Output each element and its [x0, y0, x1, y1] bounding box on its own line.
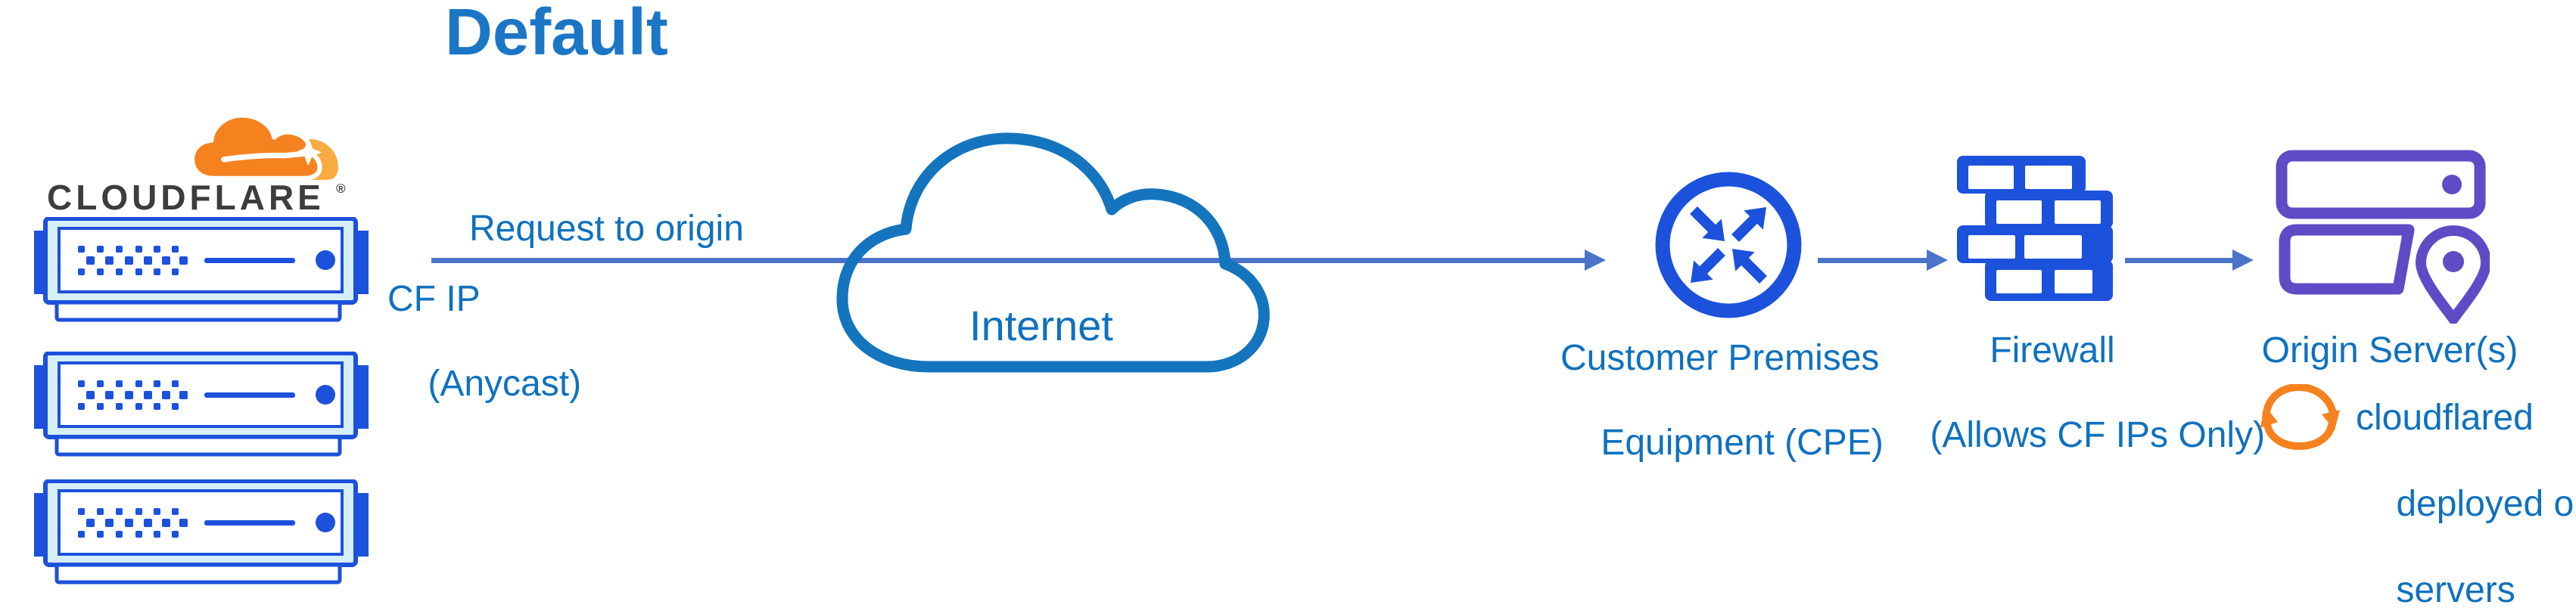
- cloudflared-note-line2: deployed on: [2396, 484, 2576, 524]
- firewall-label-line2: (Allows CF IPs Only): [1930, 415, 2266, 455]
- firewall-to-origin-arrowhead: [2232, 250, 2254, 271]
- request-arrow-line: [431, 258, 1585, 263]
- cloudflared-sync-icon: [2260, 384, 2340, 451]
- firewall-label: Firewall (Allows CF IPs Only): [1890, 330, 2265, 457]
- cf-ip-line1: CF IP: [387, 279, 481, 319]
- cloudflare-server-icon: [34, 217, 369, 322]
- firewall-to-origin-line: [2125, 258, 2232, 263]
- cloudflare-server-icon: [34, 352, 369, 457]
- request-arrowhead: [1585, 250, 1606, 271]
- origin-servers-label: Origin Server(s): [2261, 330, 2518, 371]
- cpe-to-firewall-arrowhead: [1927, 250, 1948, 271]
- firewall-label-line1: Firewall: [1990, 330, 2115, 371]
- cloudflared-note: cloudflared deployed on servers: [2356, 396, 2576, 612]
- cpe-to-firewall-line: [1818, 258, 1927, 263]
- internet-label: Internet: [969, 302, 1113, 349]
- internet-cloud-icon: [836, 132, 1270, 373]
- cloudflare-wordmark: CLOUDFLARE: [47, 178, 325, 217]
- registered-trademark-symbol: ®: [336, 181, 346, 196]
- cpe-router-icon: [1655, 172, 1802, 318]
- firewall-icon: [1957, 156, 2113, 301]
- cf-ip-line2: (Anycast): [428, 364, 582, 404]
- request-to-origin-label: Request to origin: [469, 209, 744, 249]
- diagram-title: Default: [445, 0, 668, 69]
- cpe-label: Customer Premises Equipment (CPE): [1560, 337, 1884, 464]
- origin-servers-icon: [2276, 150, 2490, 324]
- cpe-label-line2: Equipment (CPE): [1601, 423, 1884, 463]
- cloudflare-logo-cloud-icon: [191, 113, 338, 181]
- cloudflared-note-line3: servers: [2396, 570, 2515, 610]
- cpe-label-line1: Customer Premises: [1560, 338, 1880, 378]
- cf-ip-label: CF IP (Anycast): [387, 278, 581, 405]
- cloudflared-note-line1: cloudflared: [2356, 398, 2534, 438]
- cloudflare-server-icon: [34, 479, 369, 585]
